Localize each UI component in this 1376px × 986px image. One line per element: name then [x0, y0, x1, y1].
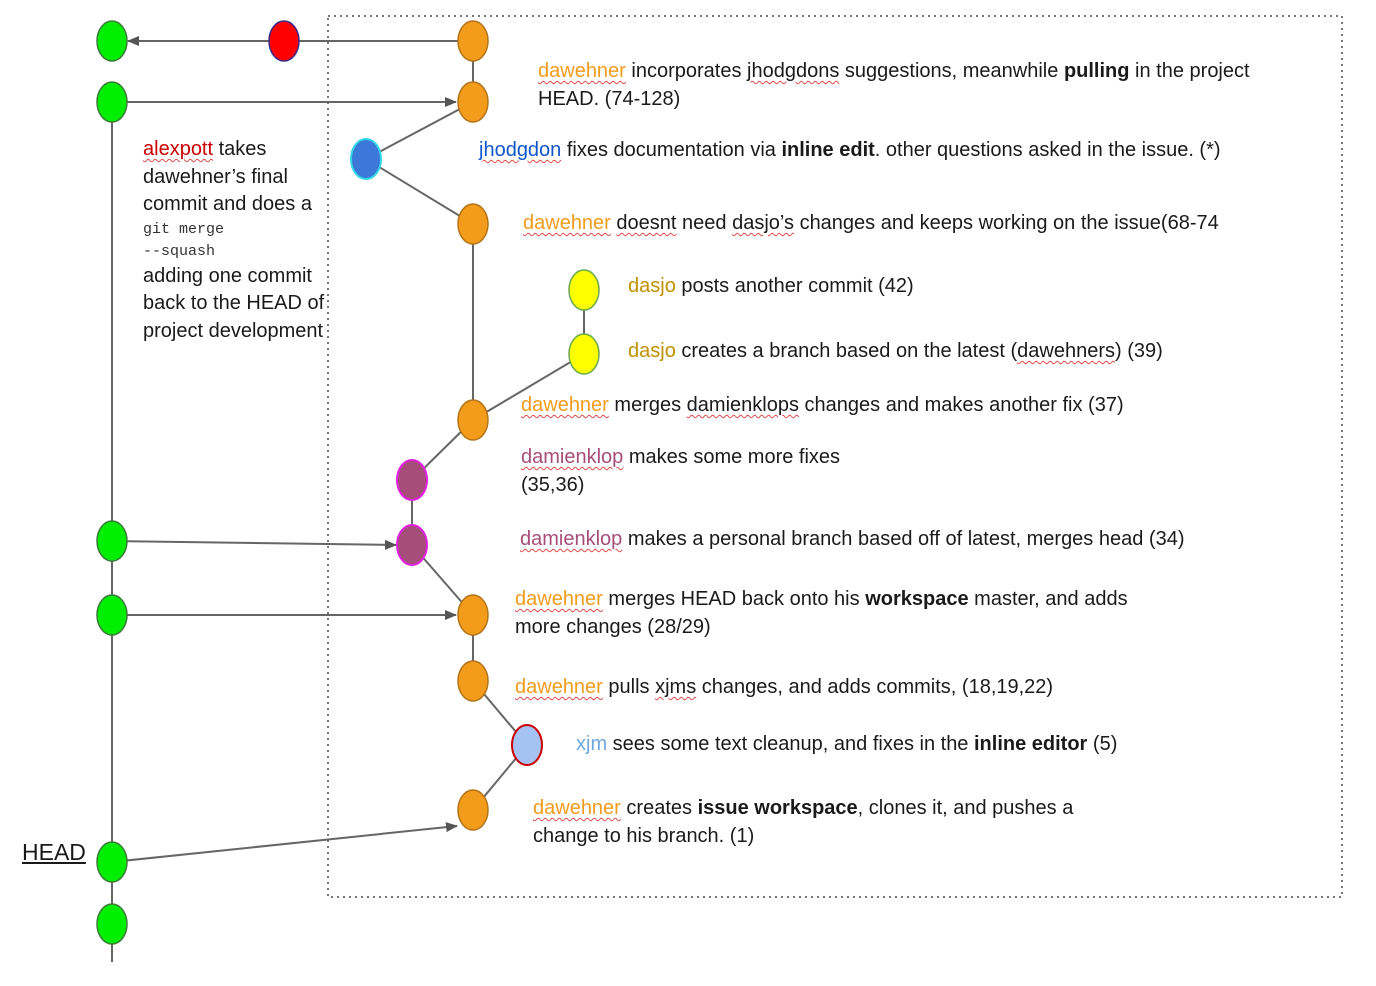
- note-dasjo-creates: dasjo creates a branch based on the late…: [628, 338, 1328, 366]
- user-jhodgdon: jhodgdon: [479, 139, 562, 161]
- note-text: ) (39): [1114, 340, 1163, 362]
- head-commit-node: [96, 520, 128, 562]
- note-text: dawehner’s final commit and does a: [143, 165, 312, 216]
- note-bold: inline editor: [974, 733, 1088, 755]
- note-bold: workspace: [865, 588, 969, 610]
- note-text: fixes documentation via: [566, 139, 776, 161]
- note-text: need: [682, 212, 727, 234]
- note-text: adding one commit back to the HEAD of pr…: [143, 264, 325, 342]
- note-text: . other questions asked in the issue. (*…: [874, 139, 1221, 161]
- note-text: makes a personal branch based off of lat…: [627, 528, 1185, 550]
- note-text: pulls: [608, 676, 650, 698]
- note-text: creates a branch based on the latest (: [681, 340, 1018, 362]
- code-squash: --squash: [143, 242, 216, 260]
- note-bold: pulling: [1063, 60, 1130, 82]
- note-dawehner-merges-damienklop: dawehner merges damienklops changes and …: [521, 392, 1161, 420]
- note-dawehner-creates: dawehner creates issue workspace, clones…: [533, 795, 1143, 850]
- note-text: damienklops: [686, 394, 799, 416]
- user-dawehner: dawehner: [538, 60, 626, 82]
- note-text: changes, and adds commits, (18,19,22): [701, 676, 1054, 698]
- user-alexpott: alexpott: [143, 138, 214, 160]
- head-commit-node: [96, 20, 128, 62]
- head-commit-node: [96, 81, 128, 123]
- user-dawehner: dawehner: [515, 588, 603, 610]
- note-text: merges HEAD back onto his: [608, 588, 860, 610]
- user-dasjo: dasjo: [628, 340, 676, 362]
- note-text: in the project HEAD. (74-128): [538, 60, 1250, 110]
- note-dawehner-doesnt-need: dawehner doesnt need dasjo’s changes and…: [523, 210, 1363, 238]
- user-xjm: xjm: [576, 733, 608, 755]
- note-text: jhodgdons: [747, 60, 840, 82]
- alexpott-note: alexpott takes dawehner’s final commit a…: [143, 136, 338, 345]
- head-label: HEAD: [22, 839, 86, 865]
- user-dawehner: dawehner: [523, 212, 611, 234]
- note-text: creates: [626, 797, 692, 819]
- dasjo-commit-node: [568, 269, 600, 311]
- xjm-commit-node: [511, 724, 543, 766]
- user-dawehner: dawehner: [515, 676, 603, 698]
- dawehner-commit-node: [457, 789, 489, 831]
- user-damienklop: damienklop: [521, 446, 624, 468]
- damienklop-commit-node: [396, 459, 428, 501]
- user-dawehner: dawehner: [521, 394, 609, 416]
- issue-workspace-frame: [327, 15, 1343, 898]
- arrow-merge-head-damienklop: [111, 539, 397, 550]
- note-text: master, and adds more changes (28/29): [515, 588, 1128, 638]
- dawehner-commit-node: [457, 660, 489, 702]
- note-damienklop-branch: damienklop makes a personal branch based…: [520, 526, 1320, 554]
- note-text: doesnt: [616, 212, 677, 234]
- user-dasjo: dasjo: [628, 275, 676, 297]
- note-damienklop-fixes: damienklop makes some more fixes (35,36): [521, 444, 896, 499]
- note-text: changes and makes another fix (37): [804, 394, 1124, 416]
- note-dawehner-merges-head: dawehner merges HEAD back onto his works…: [515, 586, 1155, 641]
- note-text: sees some text cleanup, and fixes in the: [612, 733, 969, 755]
- head-commit-node: [96, 841, 128, 883]
- dawehner-commit-node: [457, 594, 489, 636]
- dasjo-commit-node: [568, 333, 600, 375]
- code-git-merge: git merge: [143, 220, 225, 238]
- note-text: incorporates: [631, 60, 742, 82]
- note-text: makes some more fixes (35,36): [521, 446, 841, 496]
- branch-segment: [472, 353, 585, 421]
- user-damienklop: damienklop: [520, 528, 623, 550]
- note-jhodgdon: jhodgdon fixes documentation via inline …: [479, 137, 1269, 165]
- note-text: xjms: [655, 676, 697, 698]
- dawehner-commit-node: [457, 399, 489, 441]
- note-dawehner-incorporates: dawehner incorporates jhodgdons suggesti…: [538, 58, 1258, 113]
- squash-commit-node: [268, 20, 300, 62]
- note-text: suggestions, meanwhile: [844, 60, 1059, 82]
- note-text: (5): [1092, 733, 1118, 755]
- branch-segment: [365, 101, 474, 160]
- note-bold: issue workspace: [697, 797, 858, 819]
- note-text: dawehners: [1017, 340, 1115, 362]
- dawehner-commit-node: [457, 81, 489, 123]
- note-text: changes and keeps working on the issue(6…: [799, 212, 1219, 234]
- note-bold: inline edit: [781, 139, 875, 161]
- note-text: takes: [218, 138, 267, 160]
- damienklop-commit-node: [396, 524, 428, 566]
- user-dawehner: dawehner: [533, 797, 621, 819]
- head-commit-node: [96, 903, 128, 945]
- arrow-create-workspace: [111, 822, 458, 863]
- jhodgdon-commit-node: [350, 138, 382, 180]
- dawehner-commit-node: [457, 20, 489, 62]
- note-text: posts another commit (42): [681, 275, 914, 297]
- note-text: , clones it, and pushes a change to his …: [533, 797, 1074, 847]
- branch-segment: [365, 158, 474, 225]
- note-xjm: xjm sees some text cleanup, and fixes in…: [576, 731, 1296, 759]
- note-dasjo-posts: dasjo posts another commit (42): [628, 273, 1228, 301]
- head-commit-node: [96, 594, 128, 636]
- note-dawehner-pulls: dawehner pulls xjms changes, and adds co…: [515, 674, 1215, 702]
- note-text: dasjo’s: [732, 212, 794, 234]
- note-text: merges: [614, 394, 682, 416]
- dawehner-commit-node: [457, 203, 489, 245]
